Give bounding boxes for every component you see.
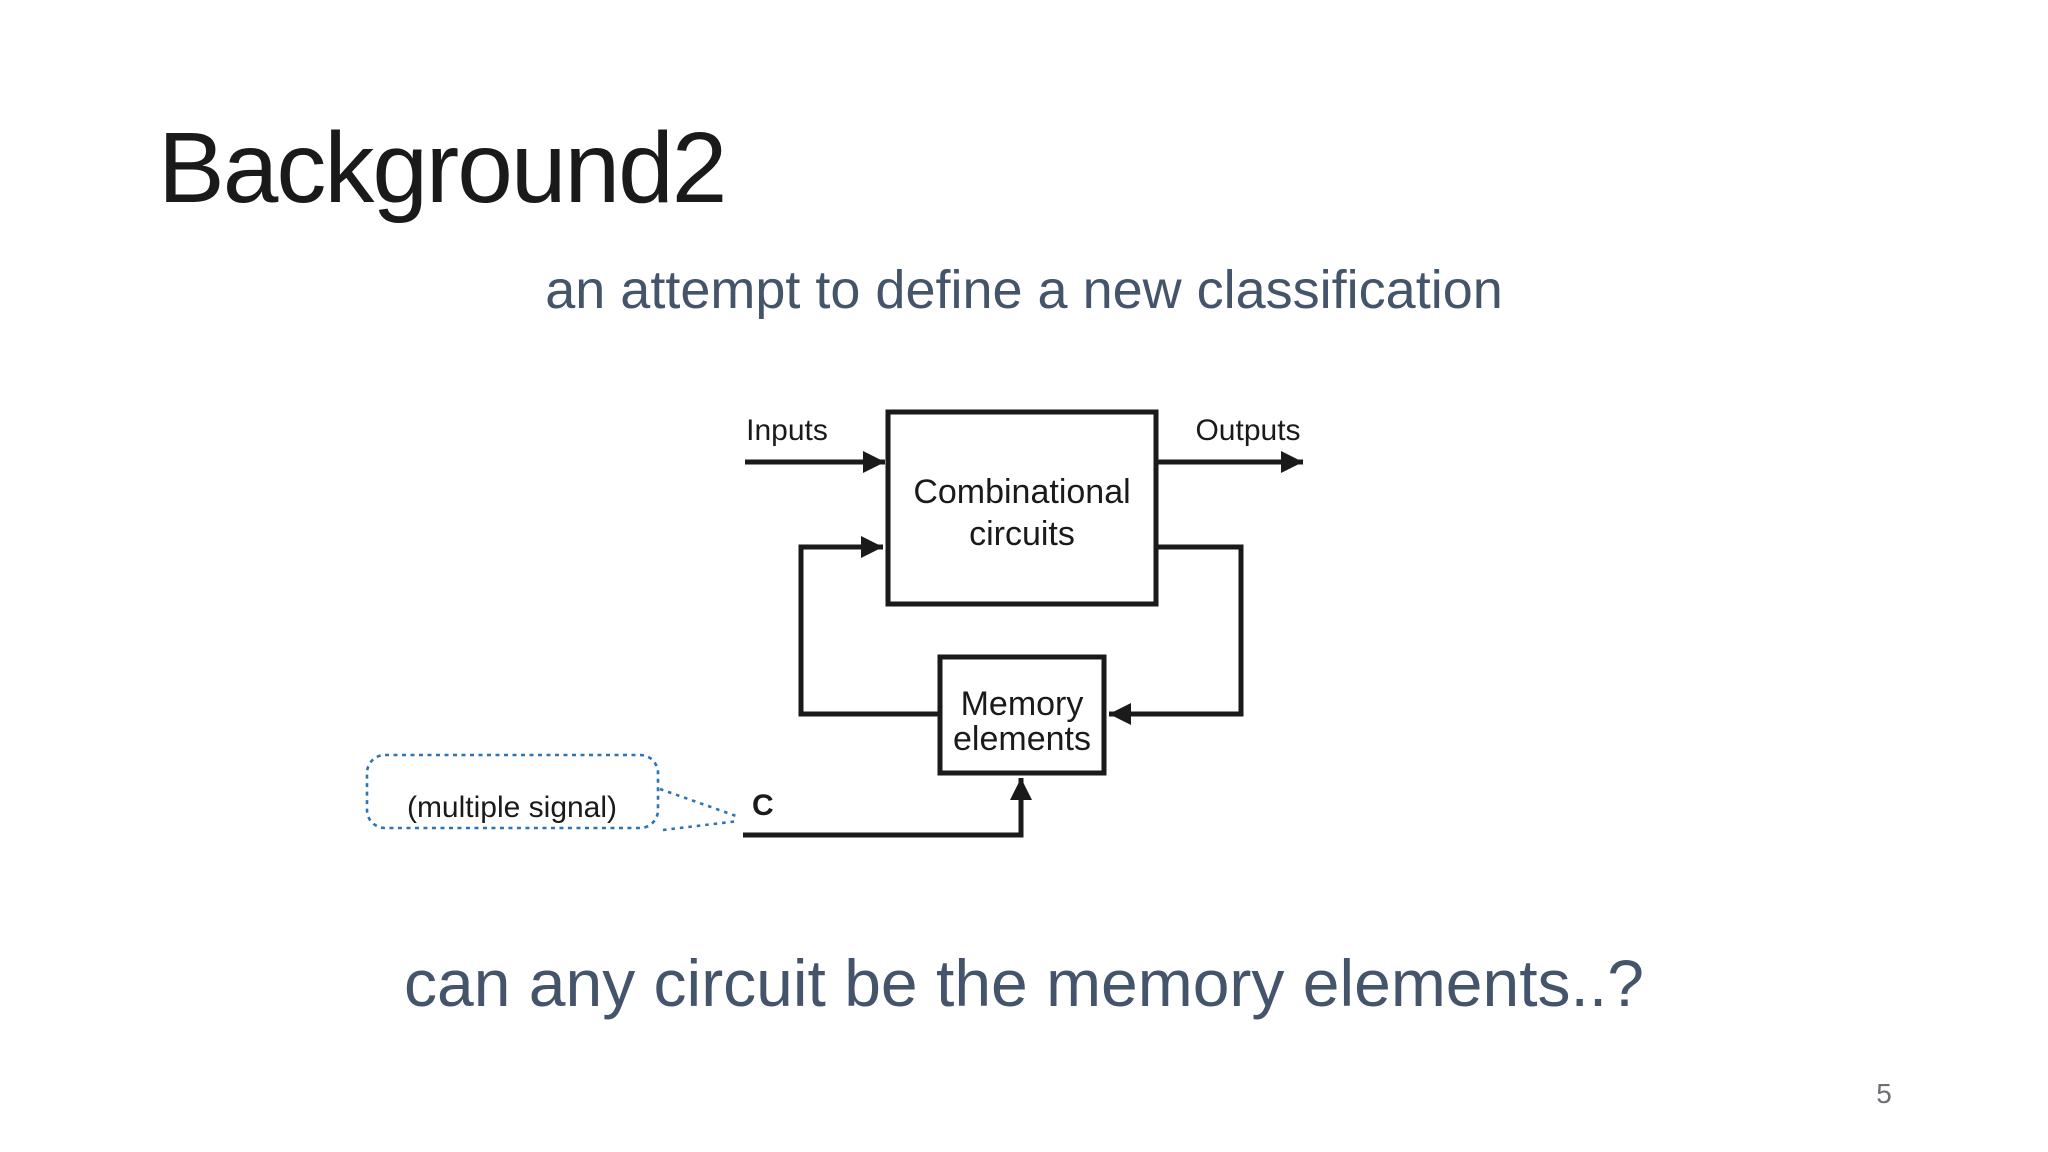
slide-subtitle: an attempt to define a new classificatio… <box>545 260 1503 320</box>
callout-label: (multiple signal) <box>407 791 617 824</box>
memory-elements-box <box>937 654 1107 776</box>
combinational-box-label-line1: Combinational <box>913 473 1130 511</box>
clock-signal-label: C <box>752 789 774 822</box>
page-number: 5 <box>1876 1078 1892 1109</box>
inputs-label: Inputs <box>746 414 828 447</box>
memory-box-label-line2: elements <box>953 720 1091 758</box>
callout-box <box>365 753 660 830</box>
feedback-right-arrow <box>1109 544 1244 725</box>
circuit-diagram: Combinational circuits Memory elements I… <box>365 409 1303 838</box>
page-title: Background2 <box>158 112 727 224</box>
callout-tail-lower <box>662 819 740 832</box>
outputs-label: Outputs <box>1195 414 1300 447</box>
slide-question: can any circuit be the memory elements..… <box>404 946 1644 1020</box>
callout-tail-upper <box>659 787 740 819</box>
memory-box-label-line1: Memory <box>961 685 1084 723</box>
clock-arrow <box>743 778 1032 838</box>
combinational-circuits-box <box>885 409 1159 607</box>
combinational-box-label-line2: circuits <box>969 515 1075 553</box>
feedback-left-arrow <box>798 536 940 717</box>
